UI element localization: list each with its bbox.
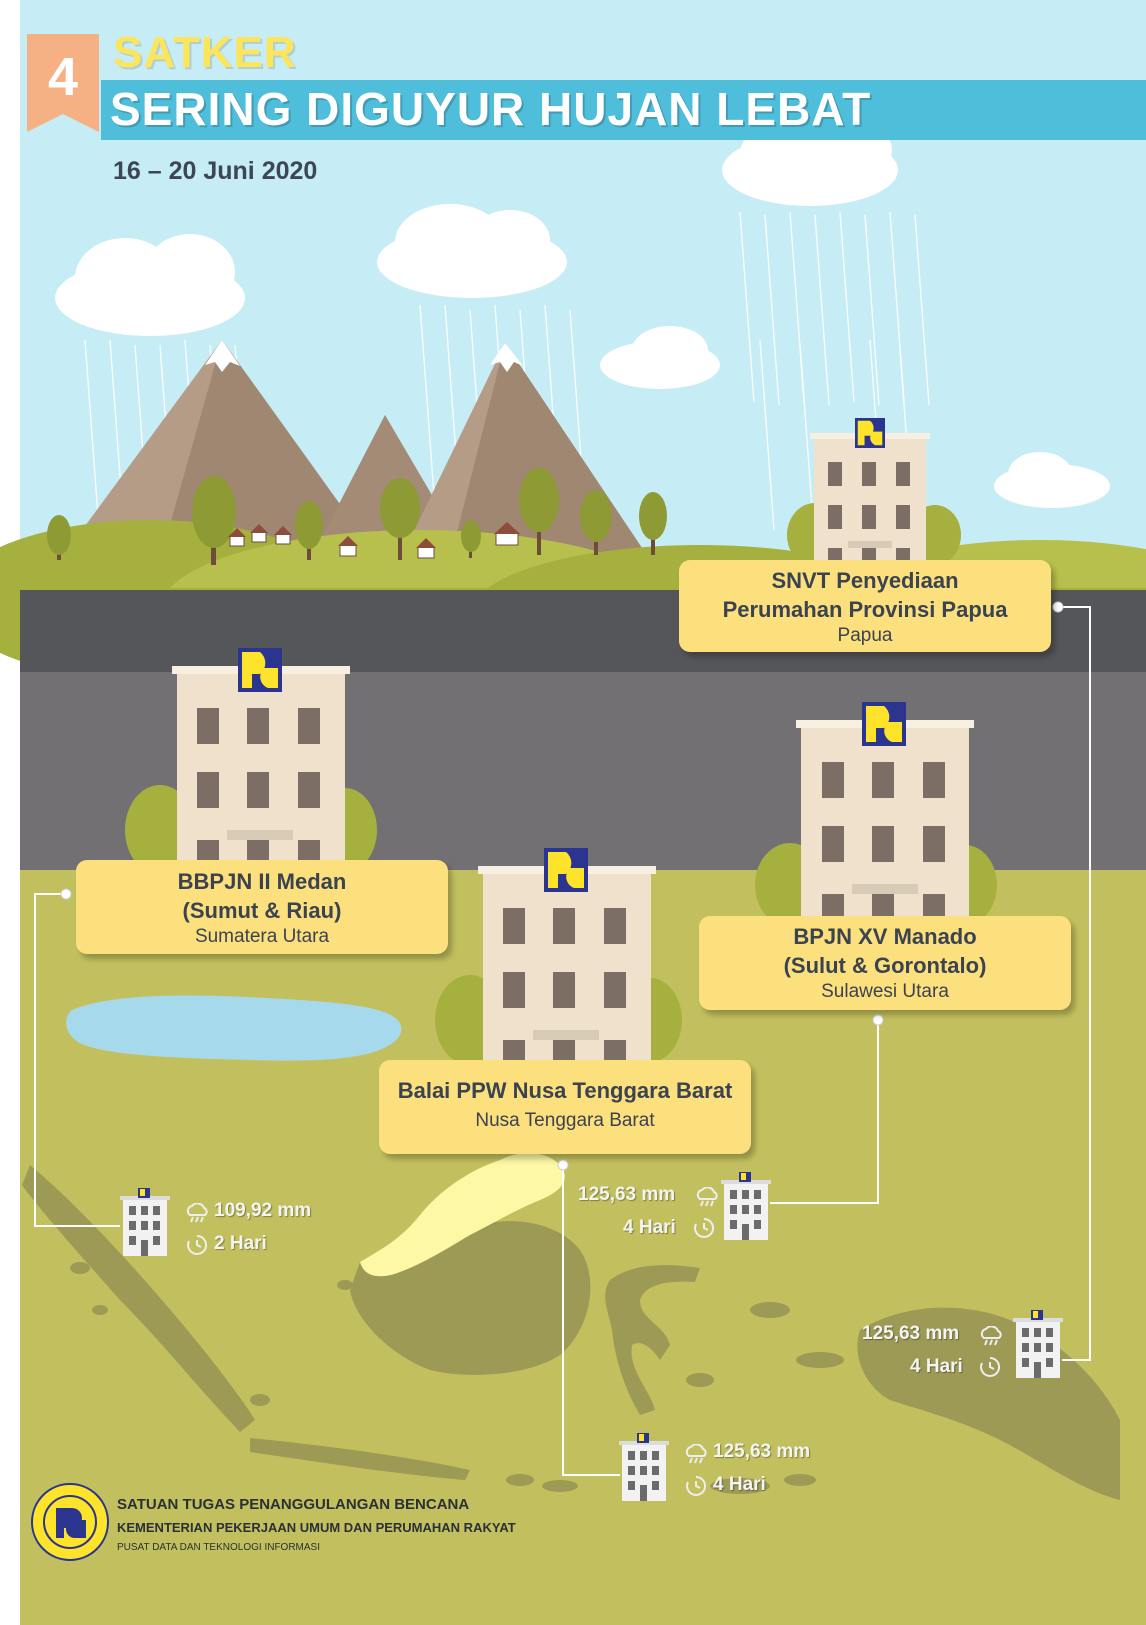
building-icon	[721, 1172, 771, 1240]
card-ntb: Balai PPW Nusa Tenggara Barat Nusa Tengg…	[379, 1060, 751, 1154]
clock-icon	[980, 1356, 1001, 1377]
duration-value: 2 Hari	[214, 1233, 267, 1254]
rainfall-value: 125,63 mm	[713, 1441, 811, 1462]
date-range: 16 – 20 Juni 2020	[113, 157, 318, 185]
pu-logo-icon	[544, 848, 588, 892]
card-region: Papua	[837, 625, 893, 646]
pu-logo-icon	[862, 702, 906, 746]
rain-cloud-icon	[980, 1326, 1002, 1346]
cloud-icon	[55, 117, 1110, 508]
card-title-line: Balai PPW Nusa Tenggara Barat	[397, 1078, 733, 1103]
footer-ministry: KEMENTERIAN PEKERJAAN UMUM DAN PERUMAHAN…	[117, 1520, 516, 1535]
satgas-logo-icon	[31, 1483, 109, 1561]
building-icon	[120, 1188, 170, 1256]
card-papua: SNVT Penyediaan Perumahan Provinsi Papua…	[679, 560, 1051, 652]
duration-value: 4 Hari	[910, 1356, 963, 1377]
card-manado: BPJN XV Manado (Sulut & Gorontalo) Sulaw…	[699, 916, 1071, 1010]
clock-icon	[694, 1217, 715, 1238]
footer-unit: PUSAT DATA DAN TEKNOLOGI INFORMASI	[117, 1542, 320, 1553]
card-region: Sulawesi Utara	[821, 981, 949, 1002]
pu-logo-icon	[238, 648, 282, 692]
building-icon	[1013, 1310, 1063, 1378]
title-banner	[101, 80, 1146, 140]
rain-cloud-icon	[696, 1187, 718, 1207]
rainfall-value: 125,63 mm	[862, 1323, 960, 1344]
title-line1: SATKER	[113, 28, 297, 77]
rainfall-value: 109,92 mm	[214, 1200, 312, 1221]
duration-value: 4 Hari	[623, 1217, 676, 1238]
building-manado	[755, 720, 997, 927]
card-title-line: SNVT Penyediaan	[771, 568, 959, 593]
number-ribbon-text: 4	[47, 47, 79, 107]
card-title-line: (Sulut & Gorontalo)	[783, 953, 987, 978]
card-title-line: BPJN XV Manado	[793, 924, 977, 949]
building-papua	[787, 433, 961, 572]
footer-org: SATUAN TUGAS PENANGGULANGAN BENCANA	[117, 1496, 470, 1513]
building-icon	[619, 1433, 669, 1501]
card-title-line: Perumahan Provinsi Papua	[722, 597, 1008, 622]
duration-value: 4 Hari	[713, 1474, 766, 1495]
card-medan: BBPJN II Medan (Sumut & Riau) Sumatera U…	[76, 860, 448, 954]
card-region: Sumatera Utara	[194, 926, 330, 947]
rain-cloud-icon	[685, 1444, 707, 1464]
title-line2: SERING DIGUYUR HUJAN LEBAT	[110, 83, 872, 135]
clock-icon	[686, 1475, 707, 1496]
building-medan	[125, 666, 377, 875]
number-ribbon	[27, 34, 99, 132]
clock-icon	[187, 1234, 208, 1255]
building-ntb	[435, 866, 682, 1065]
pu-logo-icon	[855, 418, 885, 448]
card-region: Nusa Tenggara Barat	[475, 1110, 655, 1131]
card-title-line: BBPJN II Medan	[177, 869, 347, 894]
rain-cloud-icon	[186, 1203, 208, 1223]
rainfall-value: 125,63 mm	[578, 1184, 676, 1205]
card-title-line: (Sumut & Riau)	[182, 898, 342, 923]
